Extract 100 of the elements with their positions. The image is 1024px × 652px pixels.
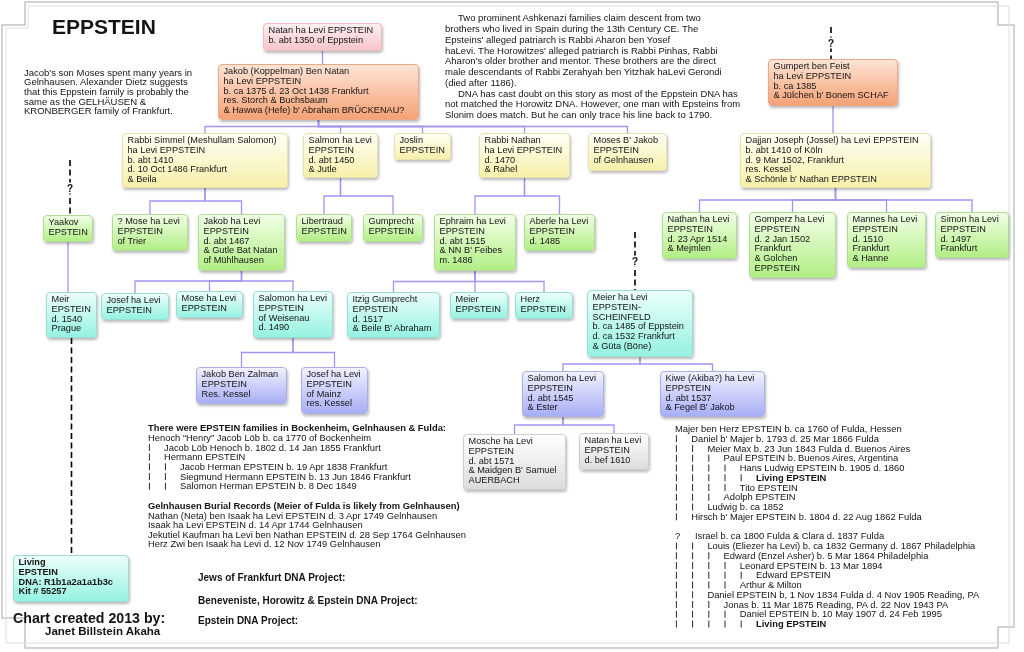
tree-entry: Hans Ludwig EPSTEIN b. 1905 d. 1860 (739, 463, 905, 473)
person-detail: d. 1485 (529, 236, 562, 247)
person-detail: d. 1517 (352, 314, 385, 324)
person-detail: & Beile B' Abraham (352, 324, 433, 334)
person-detail: d. bef 1610 (584, 455, 632, 466)
person-detail: d. 1490 (258, 323, 291, 333)
person-box (101, 293, 169, 320)
person-detail: d. 1510 Frankfurt (852, 234, 891, 254)
record-entry: Nathan (Neta) ben Isaak ha Levi EPSTEIN d. 3 Apr 1749 Gelnhausen (148, 510, 438, 521)
connector-line (240, 270, 294, 292)
tree-entry: Living EPSTEIN (756, 472, 827, 483)
record-entry: Jekutiel Kaufman ha Levi ben Nathan EPSTEIN d. 28 Sep 1764 Gelnhausen (148, 529, 466, 540)
connector-line (639, 356, 714, 372)
connector-line (562, 416, 615, 434)
person-box (122, 133, 288, 188)
tree-entry: Siegmund Hermann EPSTEIN b. 13 Jun 1846 Frankfurt (180, 471, 411, 482)
person-detail: & Ester (527, 403, 559, 413)
person-detail: of Weisenau (258, 313, 311, 323)
person-detail: d. abt 1571 (468, 456, 516, 466)
person-detail: & Fegel B' Jakob (665, 403, 736, 413)
person-detail: & Schönle b' Nathan EPPSTEIN (745, 175, 878, 185)
person-detail: & Hanne (852, 254, 890, 264)
person-box (303, 133, 378, 178)
paragraph: Two prominent Ashkenazi families claim descent from two brothers who lived in Spain during the 13th Century CE. The Epsteins' alleged patriarch is Rabbi Aharon ben Yosef haLevi. The Horowitzes' alleged patriarch is Rabbi Pinhas, Rabbi Aharon's older brother and mentor. These brothers are the direct male descendants of Rabbi Zerahyah ben Yitzhak haLevi Gerondi (died after 1186). (445, 13, 722, 89)
person-detail: DNA: R1b1a2a1a1b3c (18, 577, 114, 587)
tree-entry: Daniel EPSTEIN b, 1 Nov 1834 Fulda d. 4 Nov 1905 Reading, PA (707, 589, 980, 600)
credit-text: Janet Billstein Akaha (45, 625, 161, 638)
person-box (13, 555, 129, 602)
tree-entry: Jacob Löb Henoch b. 1802 d. 14 Jan 1855 Frankfurt (164, 442, 381, 453)
person-detail: b. ca 1375 d. 23 Oct 1438 Frankfurt (223, 86, 370, 96)
person-name: Gumprecht EPPSTEIN (368, 217, 415, 237)
person-detail: & Rahel (484, 165, 519, 175)
tree-entry: Majer ben Herz EPSTEIN b. ca 1760 of Fulda, Hessen (675, 424, 902, 434)
person-name: Natan ha Levi EPPSTEIN (268, 26, 375, 36)
tree-entry: Hirsch b' Majer EPSTEIN b. 1804 d. 22 Aug 1862 Fulda (691, 511, 922, 522)
paragraph: DNA has cast doubt on this story as most of the Eppstein DNA has not matched the Horowitz DNA. However, one man with Epsteins from Slonim does match. But he can only trace his line back to 1790. (445, 88, 741, 122)
connector-line (339, 177, 394, 215)
tree-entry: Jonas b. 11 Mar 1875 Reading, PA d. 22 Nov 1943 PA (723, 599, 949, 610)
project-heading: Epstein DNA Project: (198, 614, 299, 626)
dashed-connector (830, 26, 832, 60)
tree-entry: Tito EPSTEIN (739, 482, 798, 493)
connector-line (474, 270, 545, 293)
tree-entry: Israel b. ca 1800 Fulda & Clara d. 1837 Fulda (694, 531, 885, 542)
edge-label: ? (826, 37, 836, 49)
person-name: Living EPSTEIN (18, 558, 59, 578)
person-box (935, 212, 1009, 258)
person-detail: d. abt 1515 (439, 236, 487, 246)
person-detail: & Güta (Böne) (592, 341, 653, 352)
tree-entry: Jacob Herman EPSTEIN b. 19 Apr 1838 Frankfurt (180, 461, 388, 472)
person-detail: of Mainz (306, 389, 343, 399)
person-box (515, 292, 573, 319)
connector-line (204, 187, 243, 215)
person-detail: & Hawwa (Hefe) b' Abraham BRÜCKENAU? (223, 106, 406, 116)
section-heading: There were EPSTEIN families in Bockenheim, Gelnhausen & Fulda: (148, 423, 446, 433)
person-box (579, 433, 649, 470)
person-box (522, 371, 604, 417)
person-box (46, 292, 97, 338)
person-box (253, 291, 333, 338)
person-name: Jakob Ben Zalman EPPSTEIN (201, 370, 280, 390)
credit-text: Chart created 2013 by: (13, 609, 166, 626)
person-detail: d. abt 1450 (308, 155, 356, 165)
person-name: Herz EPPSTEIN (520, 295, 567, 315)
person-box (198, 214, 285, 271)
person-detail: Kit # 55257 (18, 587, 68, 597)
person-detail: b. ca 1485 of Eppstein (592, 322, 685, 332)
person-name: Dajjan Joseph (Jossel) ha Levi EPPSTEIN (745, 136, 920, 146)
connector-line (67, 241, 69, 293)
person-detail: d. abt 1537 (665, 393, 713, 403)
person-box (740, 133, 931, 188)
person-detail: d. abt 1545 (527, 393, 575, 404)
person-name: Libertraud EPPSTEIN (301, 217, 348, 237)
chart-title: EPPSTEIN (52, 14, 156, 40)
person-name: Yaakov EPSTEIN (48, 218, 89, 238)
person-box (218, 64, 419, 120)
tree-entry: Living EPSTEIN (756, 619, 827, 629)
tree-entry: Meier Max b. 23 Jun 1843 Fulda d. Buenos Aires (707, 443, 911, 454)
tree-entry: Daniel b' Majer b. 1793 d. 25 Mar 1866 Fulda (691, 433, 880, 444)
person-detail: d. 9 Mar 1502, Frankfurt (745, 155, 846, 165)
record-entry: Isaak ha Levi EPSTEIN d. 14 Apr 1744 Gelnhausen (148, 520, 363, 530)
tree-entry: Daniel EPSTEIN b. 10 May 1907 d. 24 Feb 1995 (739, 609, 942, 620)
person-box (347, 292, 440, 338)
person-box (301, 367, 368, 414)
person-box (587, 290, 693, 357)
person-detail: d. 1540 Prague (51, 314, 84, 334)
person-box (363, 214, 423, 242)
person-name: Joslin EPPSTEIN (399, 136, 446, 156)
person-detail: d. ca 1532 Frankfurt (592, 332, 675, 342)
person-detail: b. abt 1350 of Eppstein (268, 35, 364, 46)
person-detail: d. 10 Oct 1486 Frankfurt (127, 165, 229, 175)
person-box (660, 371, 765, 417)
person-detail: & Beila (127, 175, 158, 185)
person-detail: & NN B' Feibes (439, 246, 503, 256)
person-box (296, 214, 352, 242)
tree-entry: Arthur & Milton (739, 580, 802, 590)
record-entry: Herz Zwi ben Isaak ha Levi d. 12 Nov 1749 Gelnhausen (148, 539, 381, 550)
person-detail: res. Kessel (306, 399, 353, 409)
edge-label: ? (630, 255, 640, 267)
person-name: Mose ha Levi EPPSTEIN (181, 294, 238, 314)
person-detail: b. ca 1385 (773, 81, 818, 91)
note-text: Jacob's son Moses spent many years in Gelnhausen. Alexander Dietz suggests that this Eppstein family is probably the same as the GELHÄUSEN & KRONBERGER family of Frankfurt. (24, 67, 193, 116)
